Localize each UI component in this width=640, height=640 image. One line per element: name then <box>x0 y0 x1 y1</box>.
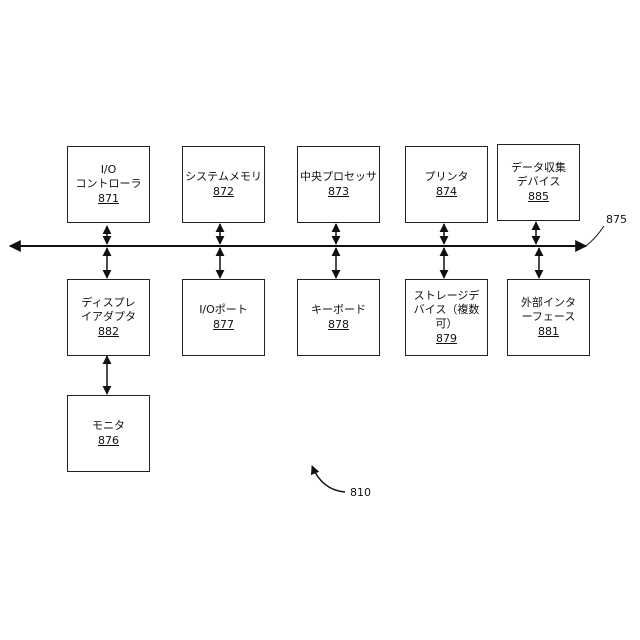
block-ref: 874 <box>436 185 457 199</box>
block-io-port: I/Oポート 877 <box>182 279 265 356</box>
block-ref: 877 <box>213 318 234 332</box>
block-ref: 882 <box>98 325 119 339</box>
block-ref: 879 <box>436 332 457 346</box>
block-label: モニタ <box>92 419 125 433</box>
block-printer: プリンタ 874 <box>405 146 488 223</box>
block-system-memory: システムメモリ 872 <box>182 146 265 223</box>
block-label: ディスプレ イアダプタ <box>81 296 136 324</box>
block-label: ストレージデ バイス（複数可） <box>406 289 487 331</box>
block-label: 外部インタ ーフェース <box>521 296 576 324</box>
figure-label: 810 <box>350 486 371 499</box>
block-label: キーボード <box>311 303 366 317</box>
block-ref: 885 <box>528 190 549 204</box>
block-monitor: モニタ 876 <box>67 395 150 472</box>
block-label: I/O コントローラ <box>76 163 142 191</box>
block-ref: 876 <box>98 434 119 448</box>
block-io-controller: I/O コントローラ 871 <box>67 146 150 223</box>
block-label: データ収集 デバイス <box>511 161 566 189</box>
block-keyboard: キーボード 878 <box>297 279 380 356</box>
block-label: I/Oポート <box>199 303 248 317</box>
block-label: プリンタ <box>425 170 469 184</box>
block-ref: 878 <box>328 318 349 332</box>
block-label: システムメモリ <box>185 170 262 184</box>
figure-pointer-arrow <box>312 466 345 492</box>
bus-label-leader <box>586 226 604 246</box>
block-storage-devices: ストレージデ バイス（複数可） 879 <box>405 279 488 356</box>
block-cpu: 中央プロセッサ 873 <box>297 146 380 223</box>
block-ref: 871 <box>98 192 119 206</box>
block-external-interface: 外部インタ ーフェース 881 <box>507 279 590 356</box>
block-display-adapter: ディスプレ イアダプタ 882 <box>67 279 150 356</box>
bus-label: 875 <box>606 213 627 226</box>
block-ref: 873 <box>328 185 349 199</box>
block-ref: 872 <box>213 185 234 199</box>
block-data-acquisition: データ収集 デバイス 885 <box>497 144 580 221</box>
block-ref: 881 <box>538 325 559 339</box>
block-label: 中央プロセッサ <box>300 170 377 184</box>
